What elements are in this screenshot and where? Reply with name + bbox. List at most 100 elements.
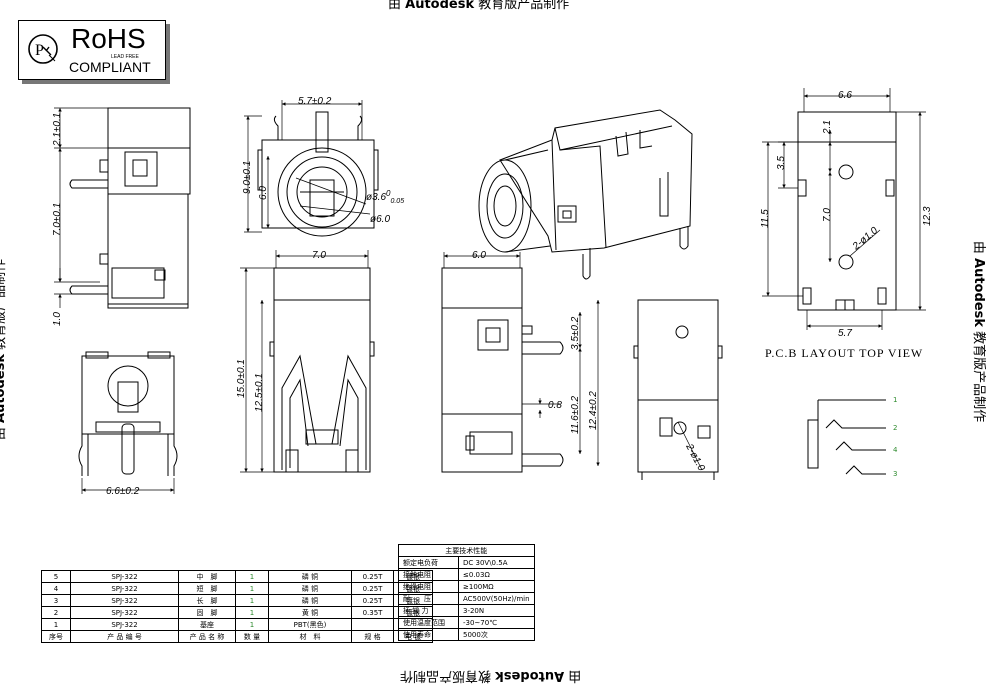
bom-cell: 1 (235, 618, 269, 631)
pcb-layout-title: P.C.B LAYOUT TOP VIEW (765, 346, 924, 360)
dim-2-phi-1-a: 2-ø1.0 (683, 441, 707, 473)
pcb-dim-7-0: 7.0 (822, 208, 833, 222)
rohs-logo-icon: P (28, 34, 58, 64)
svg-text:P: P (35, 42, 44, 59)
dim-6-0-side: 6.0 (472, 250, 486, 261)
bom-cell: 磷 铜 (268, 582, 352, 595)
bom-cell: SPJ-322 (70, 606, 179, 619)
dim-11-6: 11.6±0.2 (570, 395, 581, 434)
bom-header-cell: 数 量 (235, 630, 269, 643)
right-side-view (441, 267, 564, 473)
isometric-view (478, 109, 693, 280)
bom-cell: 5 (41, 570, 71, 583)
bom-cell: 磷 铜 (268, 570, 352, 583)
bom-cell: 1 (235, 570, 269, 583)
dim-6-0-front: 6.0 (258, 186, 269, 200)
bottom-view-dims (81, 478, 175, 494)
bom-cell: 镀银 (393, 594, 433, 607)
pin-bottom-view (633, 299, 723, 480)
bom-cell: 2 (41, 606, 71, 619)
dim-5-7: 5.7±0.2 (298, 96, 332, 107)
spec-value: ≤0.03Ω (458, 568, 535, 581)
spec-label: 额定电负荷 (398, 556, 459, 569)
bom-cell: 中 脚 (178, 570, 236, 583)
pcb-layout (797, 111, 897, 311)
dim-9-0: 9.0±0.1 (242, 161, 253, 194)
spec-value: 3-20N (458, 604, 535, 617)
dim-phi-6: ø6.0 (370, 214, 390, 225)
pcb-dim-6-6: 6.6 (838, 90, 852, 101)
bom-cell: 0.25T (351, 594, 394, 607)
bom-cell: 1 (235, 606, 269, 619)
bom-cell: 1 (41, 618, 71, 631)
right-side-dims (443, 252, 600, 466)
bom-row: 3 SPJ-322 长 脚 1 磷 铜 0.25T 镀银 (41, 594, 433, 607)
rohs-title: RoHS (71, 23, 146, 54)
bom-cell: 3 (41, 594, 71, 607)
side-view-left (69, 107, 191, 309)
pin-label-4: 4 (893, 446, 898, 454)
rohs-badge: P RoHS LEAD FREE COMPLIANT (18, 20, 166, 80)
bom-cell: 黄 铜 (268, 606, 352, 619)
dim-0-8: 0.8 (548, 400, 562, 411)
pcb-dim-2-phi-1: 2-ø1.0 (850, 225, 880, 253)
bom-header-cell: 序号 (41, 630, 71, 643)
dim-15-0: 15.0±0.1 (236, 359, 247, 398)
pcb-dim-2-1: 2.1 (822, 120, 833, 135)
dim-1-0: 1.0 (52, 312, 63, 326)
bom-cell: 短 脚 (178, 582, 236, 595)
rohs-compliant: COMPLIANT (69, 59, 151, 75)
dim-7-0-top: 7.0 (312, 250, 326, 261)
bom-header-cell: 产 品 编 号 (70, 630, 179, 643)
dim-12-4: 12.4±0.2 (588, 391, 599, 430)
front-view-dims (244, 100, 371, 233)
bom-cell: 镀银 (393, 582, 433, 595)
bom-cell: SPJ-322 (70, 618, 179, 631)
bom-cell: SPJ-322 (70, 570, 179, 583)
bom-cell (351, 618, 394, 631)
bom-table: 5 SPJ-322 中 脚 1 磷 铜 0.25T 镀银 4 SPJ-322 短… (41, 570, 433, 643)
bottom-view (78, 351, 178, 476)
dim-12-5: 12.5±0.1 (254, 373, 265, 412)
pin-label-2: 2 (893, 424, 898, 432)
spec-title: 主要技术性能 (398, 544, 535, 557)
pcb-dim-11-5: 11.5 (760, 209, 771, 228)
bom-header-cell: 产 品 名 称 (178, 630, 236, 643)
bom-row: 1 SPJ-322 基座 1 PBT(黑色) (41, 618, 433, 631)
bom-row: 4 SPJ-322 短 脚 1 磷 铜 0.25T 镀银 (41, 582, 433, 595)
spec-value: ≥100MΩ (458, 580, 535, 593)
bom-cell: SPJ-322 (70, 594, 179, 607)
bom-cell: 长 脚 (178, 594, 236, 607)
bom-cell: 1 (235, 594, 269, 607)
bom-cell: 镀银 (393, 570, 433, 583)
pcb-dim-5-7: 5.7 (838, 328, 852, 339)
pcb-dim-3-5: 3.5 (776, 156, 787, 170)
bom-cell: 磷 铜 (268, 594, 352, 607)
bom-cell: 基座 (178, 618, 236, 631)
pcb-dims (762, 88, 926, 330)
watermark-top: 由 Autodesk 教育版产品制作 (388, 0, 569, 12)
bom-header-cell: 规 格 (351, 630, 394, 643)
bom-cell: 0.35T (351, 606, 394, 619)
front-view (257, 111, 379, 237)
bom-cell: 0.25T (351, 570, 394, 583)
dim-2-1: 2.1±0.1 (52, 113, 63, 147)
bom-cell: 固 脚 (178, 606, 236, 619)
watermark-prefix: 由 (388, 0, 402, 12)
top-view (269, 267, 375, 473)
dim-7-0: 7.0±0.1 (52, 203, 63, 236)
pin-bottom-dims (677, 421, 703, 471)
bom-cell: 1 (235, 582, 269, 595)
pcb-dim-12-3: 12.3 (922, 206, 933, 226)
watermark-suffix: 教育版产品制作 (478, 0, 570, 12)
spec-value: AC500V(50Hz)/min (458, 592, 535, 605)
watermark-brand: Autodesk (405, 0, 475, 12)
dim-6-6: 6.6±0.2 (106, 486, 140, 497)
bom-header-cell: 电 镀 (393, 630, 433, 643)
spec-value: -30~70℃ (458, 616, 535, 629)
bom-cell: 0.25T (351, 582, 394, 595)
bom-header-cell: 材 料 (268, 630, 352, 643)
bom-row: 2 SPJ-322 固 脚 1 黄 铜 0.35T 镀银 (41, 606, 433, 619)
spec-value: DC 30V\0.5A (458, 556, 535, 569)
